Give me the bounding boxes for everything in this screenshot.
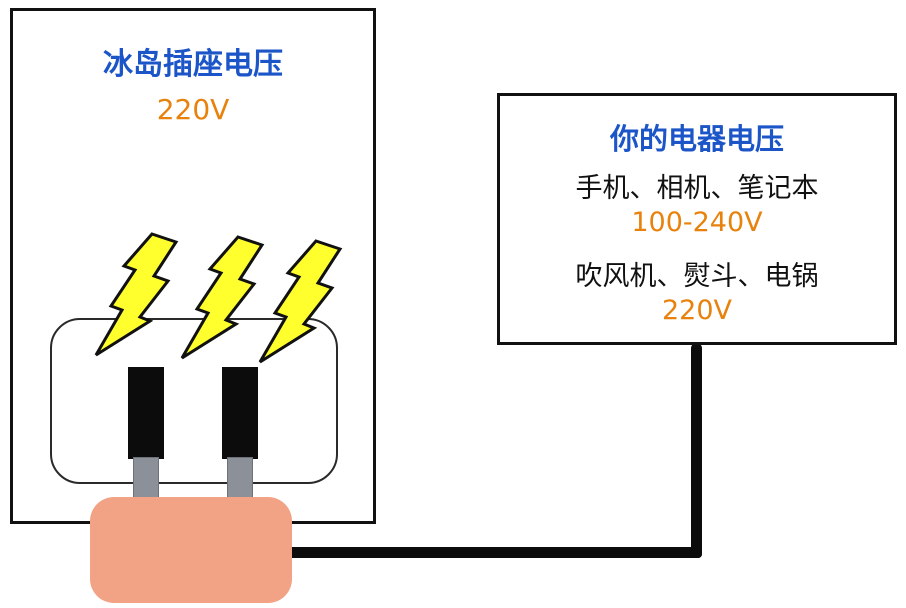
lightning-bolt-icon — [94, 232, 179, 357]
device-voltage1-value: 100-240V — [631, 207, 763, 238]
socket-slot-left — [128, 367, 164, 459]
socket-voltage-value: 220V — [156, 93, 230, 126]
lightning-bolt-icon — [180, 235, 265, 360]
device-list-line2: 吹风机、熨斗、电锅 — [575, 261, 819, 292]
power-cable-horizontal — [276, 547, 702, 558]
socket-slot-right — [222, 367, 258, 459]
socket-panel-title: 冰岛插座电压 — [103, 47, 283, 82]
lightning-bolt-icon — [258, 239, 343, 364]
device-list-line1: 手机、相机、笔记本 — [575, 173, 819, 204]
device-panel: 你的电器电压 手机、相机、笔记本 100-240V 吹风机、熨斗、电锅 220V — [497, 93, 897, 345]
power-cable-vertical — [691, 344, 702, 558]
plug-body — [90, 497, 292, 603]
device-voltage2-value: 220V — [661, 295, 732, 326]
device-panel-title: 你的电器电压 — [609, 122, 784, 156]
